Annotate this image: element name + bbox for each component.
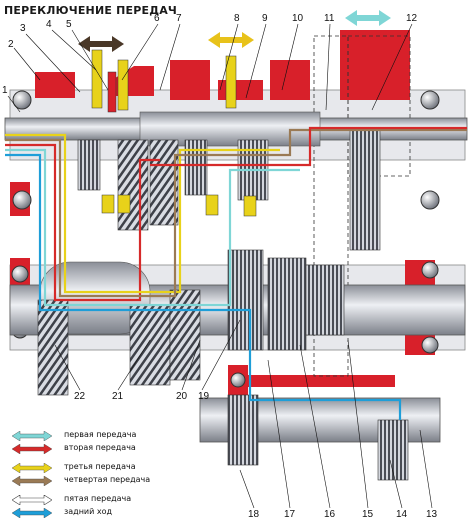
callout-17: 17 (284, 509, 296, 520)
flow-line-second (5, 143, 160, 302)
callout-14: 14 (396, 509, 408, 520)
legend-label-fourth: четвертая передача (64, 475, 151, 484)
callout-13: 13 (426, 509, 438, 520)
callout-1: 1 (2, 85, 8, 96)
legend-label-third: третья передача (64, 462, 136, 471)
callout-19: 19 (198, 391, 210, 402)
flow-line-first (5, 148, 300, 307)
flow-line-second-out (150, 126, 467, 167)
callout-12: 12 (406, 13, 418, 24)
diagram-title: ПЕРЕКЛЮЧЕНИЕ ПЕРЕДАЧ (4, 4, 177, 17)
callout-5: 5 (66, 19, 72, 30)
callout-9: 9 (262, 13, 268, 24)
legend-label-fifth: пятая передача (64, 494, 132, 503)
callout-leaders (7, 23, 433, 509)
legend: первая передача вторая передача третья п… (4, 430, 204, 518)
callout-6: 6 (154, 13, 160, 24)
callout-8: 8 (234, 13, 240, 24)
callout-20: 20 (176, 391, 188, 402)
legend-item-second: вторая передача (4, 443, 204, 455)
flow-line-fourth (5, 128, 467, 298)
arrow-reverse-icon (12, 508, 52, 518)
callout-18: 18 (248, 509, 260, 520)
arrow-fourth-icon (12, 476, 52, 486)
flow-line-third (5, 133, 280, 294)
arrow-third-icon (12, 463, 52, 473)
callout-7: 7 (176, 13, 182, 24)
legend-item-fourth: четвертая передача (4, 475, 204, 487)
callout-4: 4 (46, 19, 52, 30)
callout-11: 11 (324, 13, 335, 24)
legend-item-reverse: задний ход (4, 507, 204, 519)
legend-label-reverse: задний ход (64, 507, 113, 516)
arrow-fifth-icon (12, 495, 52, 505)
legend-label-first: первая передача (64, 430, 137, 439)
arrow-second-icon (12, 444, 52, 454)
shift-arrow-yellow-icon (208, 32, 254, 48)
shift-forks (91, 49, 257, 217)
legend-label-second: вторая передача (64, 443, 136, 452)
callout-15: 15 (362, 509, 374, 520)
bearings (11, 90, 440, 388)
arrow-first-icon (12, 431, 52, 441)
lower-gears (37, 249, 409, 481)
shift-arrow-cyan-icon (345, 10, 391, 26)
callout-22: 22 (74, 391, 86, 402)
callout-16: 16 (324, 509, 336, 520)
shift-direction-arrows (78, 10, 391, 52)
legend-item-first: первая передача (4, 430, 204, 442)
callout-21: 21 (112, 391, 124, 402)
callout-3: 3 (20, 23, 26, 34)
flow-line-reverse (5, 153, 402, 420)
legend-item-third: третья передача (4, 462, 204, 474)
callout-10: 10 (292, 13, 304, 24)
shift-arrow-dark-icon (78, 36, 124, 52)
power-flow-lines (5, 126, 467, 420)
callout-2: 2 (8, 39, 14, 50)
legend-item-fifth: пятая передача (4, 494, 204, 506)
